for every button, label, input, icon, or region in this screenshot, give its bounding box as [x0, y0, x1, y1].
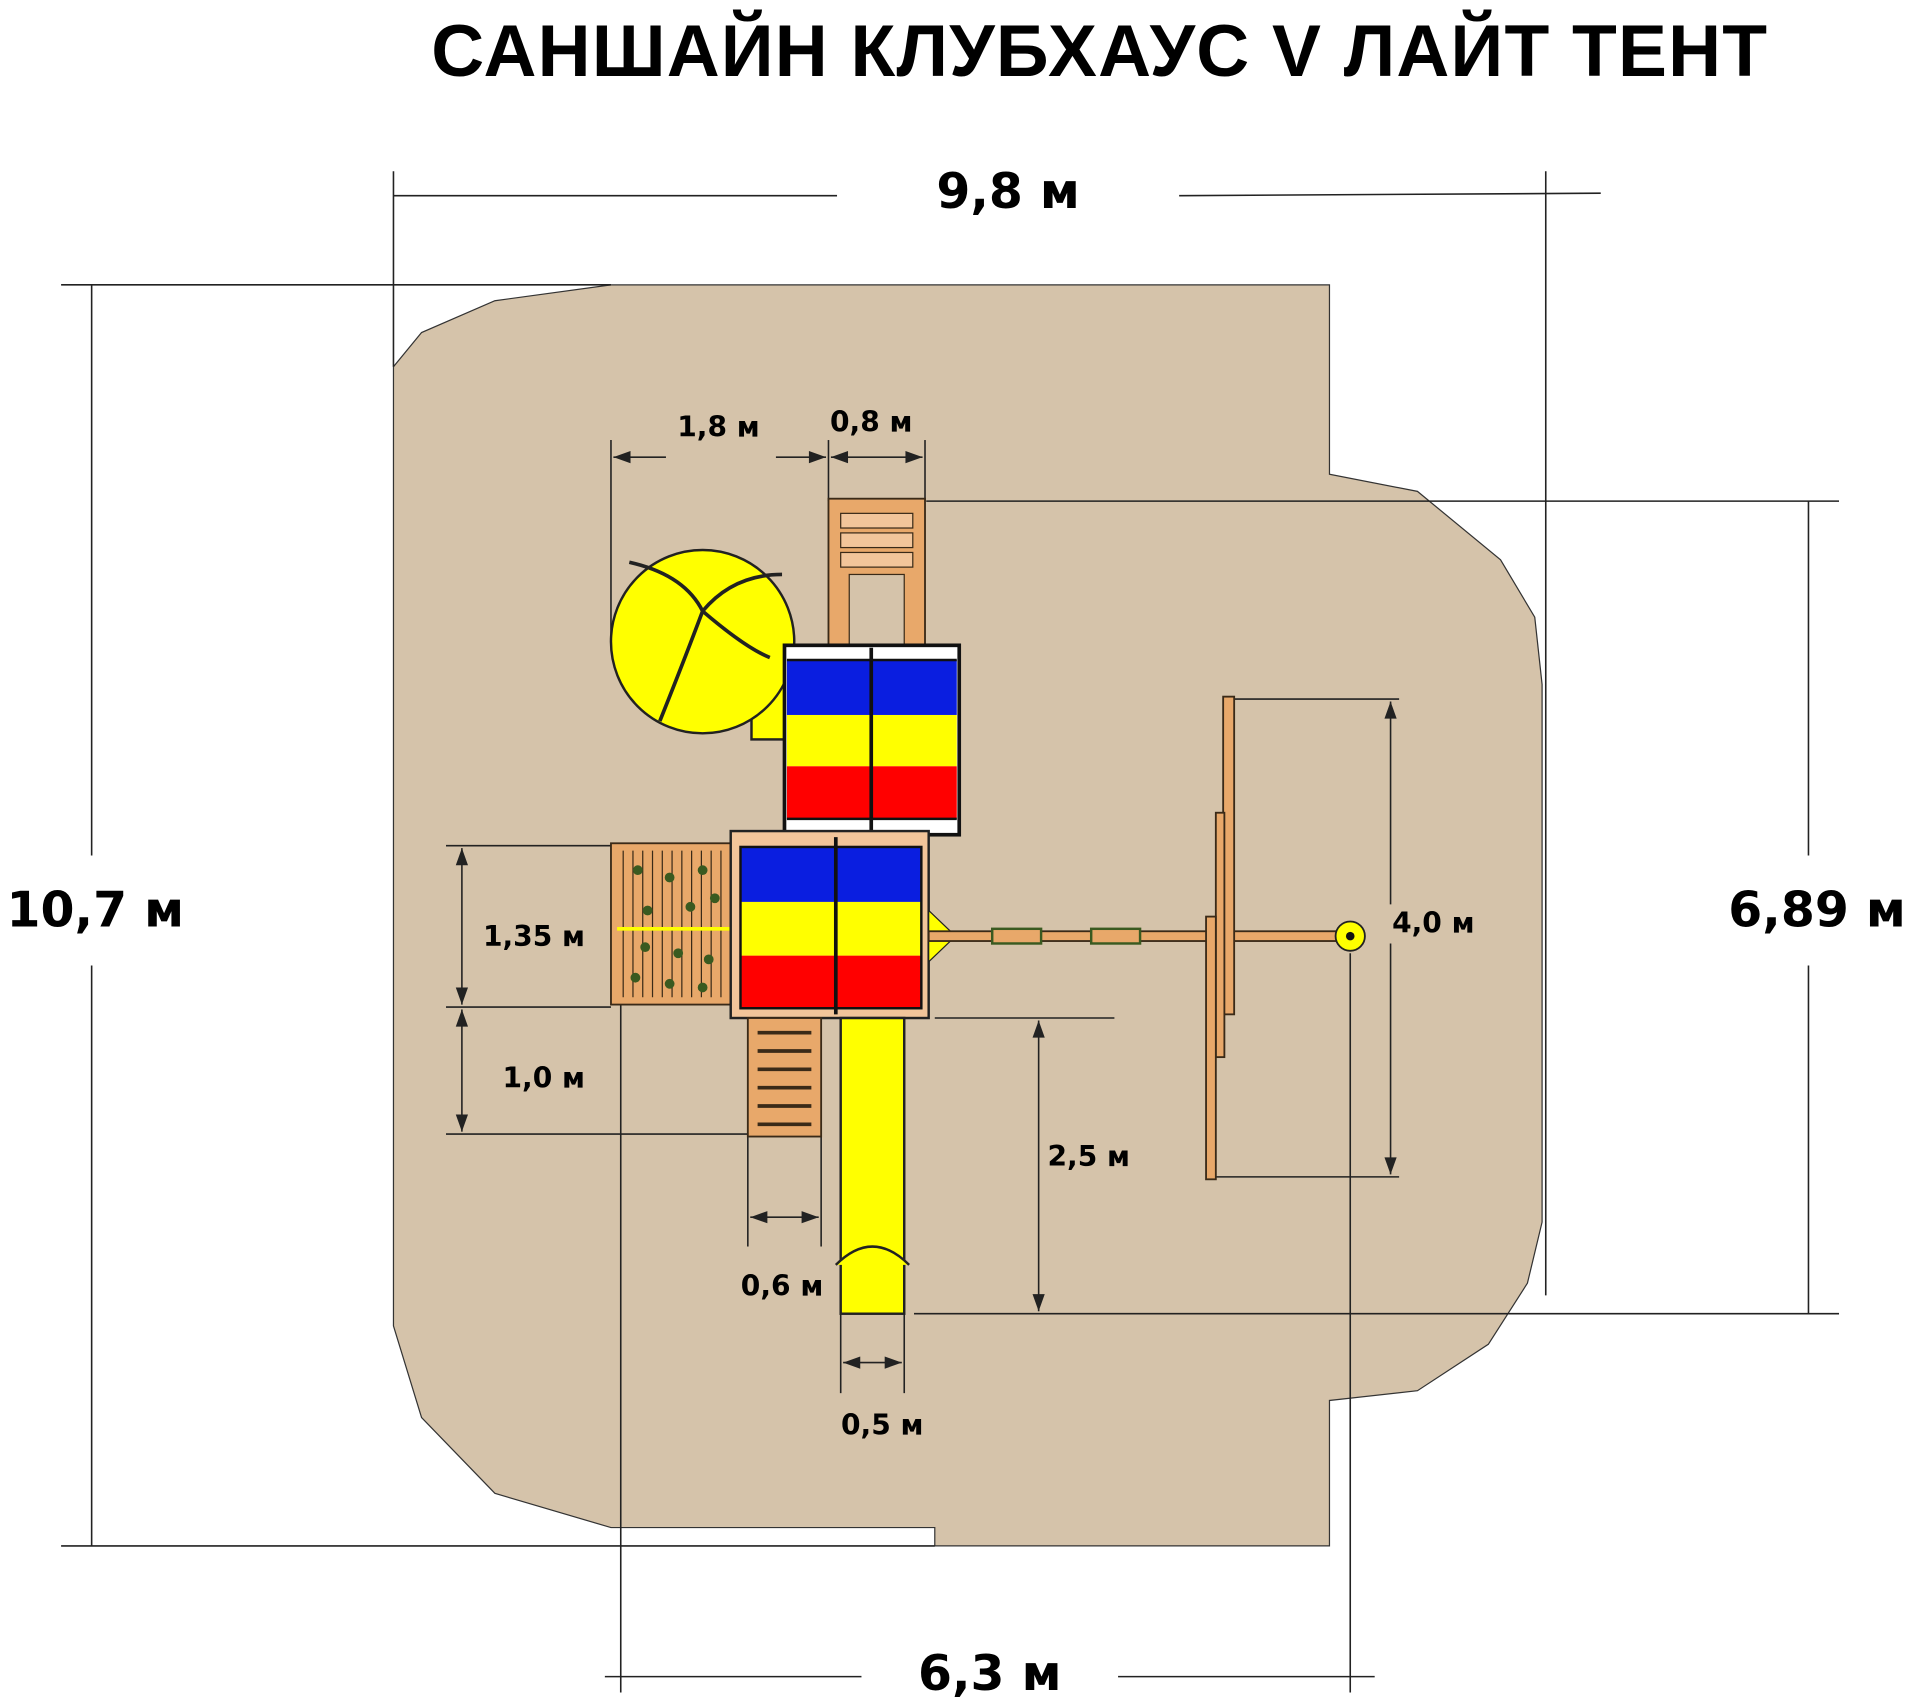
swing-beam	[927, 695, 1366, 1181]
top-ladder-dim-label: 0,8 м	[830, 405, 913, 438]
straight-slide	[834, 1016, 910, 1315]
slide-width-label: 0,5 м	[841, 1409, 924, 1442]
dimension-lines	[61, 171, 1840, 1693]
lower-tower-roof	[729, 829, 930, 1020]
slide-length-label: 2,5 м	[1047, 1140, 1130, 1173]
swing-beam-dim-label: 4,0 м	[1392, 906, 1475, 939]
upper-tower-roof	[782, 643, 962, 837]
title: САНШАЙН КЛУБХАУС V ЛАЙТ ТЕНТ	[431, 8, 1768, 92]
lower-ladder	[746, 1017, 823, 1138]
lower-ladder-length-label: 1,0 м	[503, 1062, 586, 1095]
climbing-wall-dim-label: 1,35 м	[483, 920, 585, 953]
structure-width-label: 6,3 м	[918, 1645, 1062, 1700]
lower-ladder-width-label: 0,6 м	[741, 1269, 824, 1302]
total-length-label: 10,7 м	[7, 881, 185, 938]
tube-slide-dim-label: 1,8 м	[677, 410, 760, 443]
total-width-label: 9,8 м	[936, 163, 1080, 220]
safety-zone	[392, 284, 1543, 1547]
climbing-wall	[610, 842, 735, 1006]
structure-length-label: 6,89 м	[1728, 881, 1906, 938]
top-ladder	[827, 497, 926, 649]
